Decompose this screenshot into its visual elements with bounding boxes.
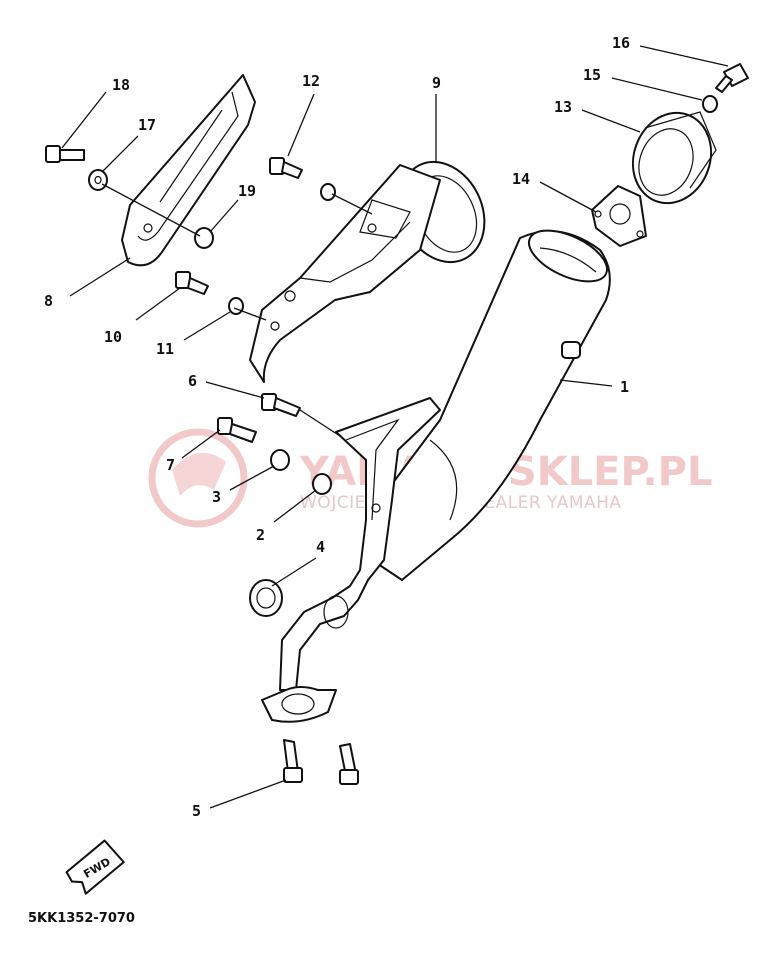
callout-14: 14 (512, 170, 530, 188)
nut-19 (194, 227, 214, 249)
callout-8: 8 (44, 292, 53, 310)
collar-3 (270, 449, 290, 471)
bolt-7 (217, 417, 257, 443)
part-1-muffler (371, 229, 611, 581)
callout-19: 19 (238, 182, 256, 200)
bolt-12 (269, 157, 303, 179)
callout-5: 5 (192, 802, 201, 820)
bolt-10 (175, 271, 209, 295)
part-8-heat-guard (121, 74, 256, 267)
callout-6: 6 (188, 372, 197, 390)
leader-lines (61, 45, 729, 809)
watermark-logo-mark (172, 452, 226, 496)
callout-11: 11 (156, 340, 174, 358)
washer-11 (228, 297, 244, 315)
callout-10: 10 (104, 328, 122, 346)
part-1-exhaust-pipe (261, 397, 441, 723)
washer-17 (88, 169, 108, 191)
callout-2: 2 (256, 526, 265, 544)
bolt-5b (339, 743, 359, 785)
callout-3: 3 (212, 488, 221, 506)
bolt-5a (283, 739, 303, 783)
callout-17: 17 (138, 116, 156, 134)
callout-18: 18 (112, 76, 130, 94)
washer-15 (702, 95, 718, 113)
callout-9: 9 (432, 74, 441, 92)
callout-12: 12 (302, 72, 320, 90)
collar-2 (312, 473, 332, 495)
part-13-tail-cap (631, 111, 717, 205)
bolt-6 (261, 393, 301, 417)
part-14-gasket (591, 185, 647, 247)
fwd-arrow-icon: FWD (65, 839, 125, 895)
bolt-18 (45, 145, 85, 163)
callout-13: 13 (554, 98, 572, 116)
part-9-muffler-protector (249, 160, 486, 383)
part-code: 5KK1352-7070 (28, 911, 135, 926)
callout-15: 15 (583, 66, 601, 84)
bolt-16 (715, 63, 749, 93)
callout-4: 4 (316, 538, 325, 556)
washer-12 (320, 183, 336, 201)
gasket-4 (249, 579, 283, 617)
callouts: 16 15 13 14 9 12 18 17 19 8 10 11 6 7 3 … (44, 34, 630, 820)
callout-7: 7 (166, 456, 175, 474)
callout-16: 16 (612, 34, 630, 52)
watermark-logo (148, 428, 248, 528)
callout-1: 1 (620, 378, 629, 396)
